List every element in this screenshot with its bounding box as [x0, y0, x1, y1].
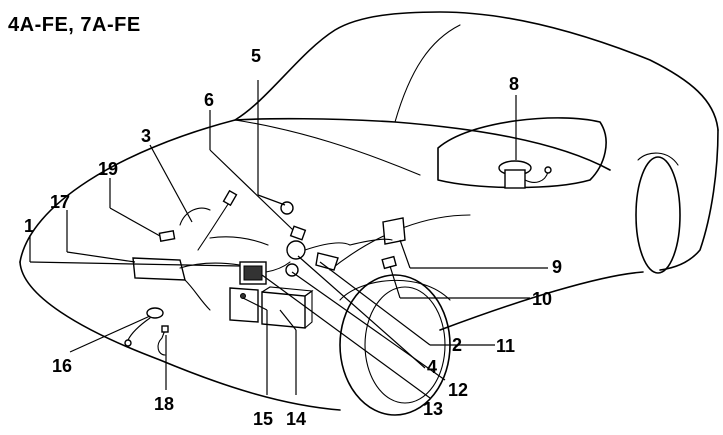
callout-19: 19: [98, 159, 118, 179]
callout-15: 15: [253, 409, 273, 429]
hose-3: [179, 207, 211, 226]
wire-18: [157, 329, 166, 356]
wire-3: [197, 197, 233, 251]
callout-9: 9: [552, 257, 562, 277]
battery-14: [261, 291, 306, 329]
ecu-box: [382, 217, 406, 245]
engine-model-title: 4A-FE, 7A-FE: [8, 14, 141, 36]
car-body: [19, 11, 719, 416]
components: [124, 160, 552, 356]
fuel-pump-component: [498, 160, 552, 189]
sensor-19: [158, 230, 176, 242]
leader-lines: [29, 80, 548, 399]
callout-3: 3: [141, 126, 151, 146]
relay-10: [381, 255, 397, 270]
callout-1: 1: [24, 216, 34, 236]
sensor-6: [289, 225, 307, 241]
callout-labels: 1 2 3 4 5 6 7 8 9 10 11 12 13 14 15 16 1…: [24, 46, 562, 429]
callout-8: 8: [509, 74, 519, 94]
relay-box-15: [229, 287, 259, 323]
callout-13: 13: [423, 399, 443, 419]
callout-4: 4: [427, 357, 437, 377]
callout-16: 16: [52, 356, 72, 376]
callout-11: 11: [496, 336, 515, 356]
sensor-3b: [222, 189, 238, 207]
callout-6: 6: [204, 90, 214, 110]
sensor-16: [146, 307, 164, 319]
callout-12: 12: [448, 380, 468, 400]
callout-18: 18: [154, 394, 174, 414]
module-1: [132, 257, 186, 281]
callout-10: 10: [532, 289, 552, 309]
valve-4: [286, 240, 306, 260]
valve-12: [285, 263, 299, 277]
callout-14: 14: [286, 409, 306, 429]
callout-2: 2: [452, 335, 462, 355]
callout-5: 5: [251, 46, 261, 66]
bracket-11: [315, 252, 339, 271]
callout-17: 17: [50, 192, 70, 212]
